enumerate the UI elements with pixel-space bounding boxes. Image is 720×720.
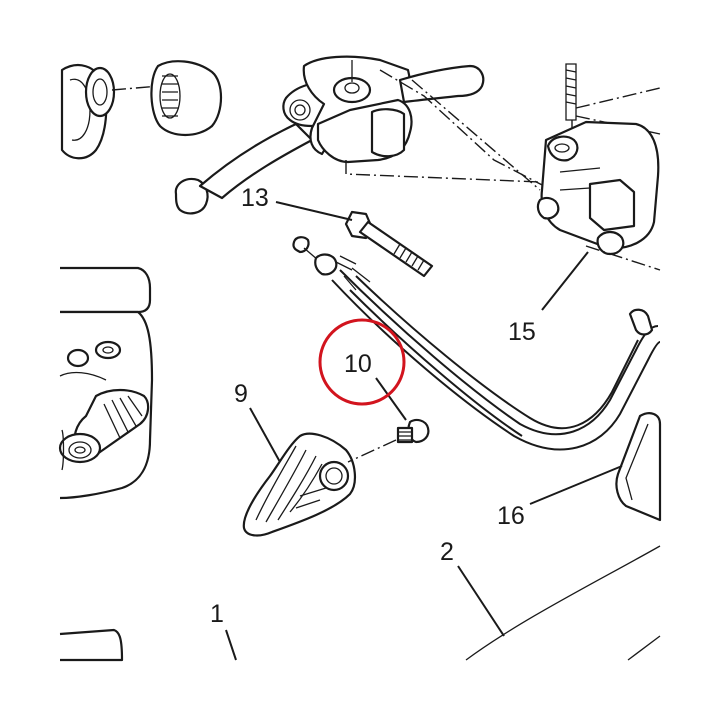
bolt-part: [344, 210, 434, 278]
callout-label-10: 10: [344, 350, 372, 378]
callout-label-16: 16: [497, 502, 525, 530]
callout-label-13: 13: [241, 184, 269, 212]
callout-label-2: 2: [440, 538, 454, 566]
mirror-part: [615, 412, 662, 522]
callout-label-1: 1: [210, 600, 224, 628]
highlight-circle: [318, 318, 406, 406]
cover-part: [242, 432, 356, 537]
callout-label-9: 9: [234, 380, 248, 408]
screw-part: [347, 418, 430, 463]
grip-housing: [58, 266, 154, 500]
clutch-lever-assembly: [174, 55, 549, 215]
bar-end-assembly: [60, 60, 222, 160]
throttle-cables: [292, 236, 661, 451]
leader-lines: [225, 201, 623, 661]
callout-label-15: 15: [508, 318, 536, 346]
lower-panels: [59, 545, 661, 662]
clamp-assembly: [536, 63, 661, 271]
